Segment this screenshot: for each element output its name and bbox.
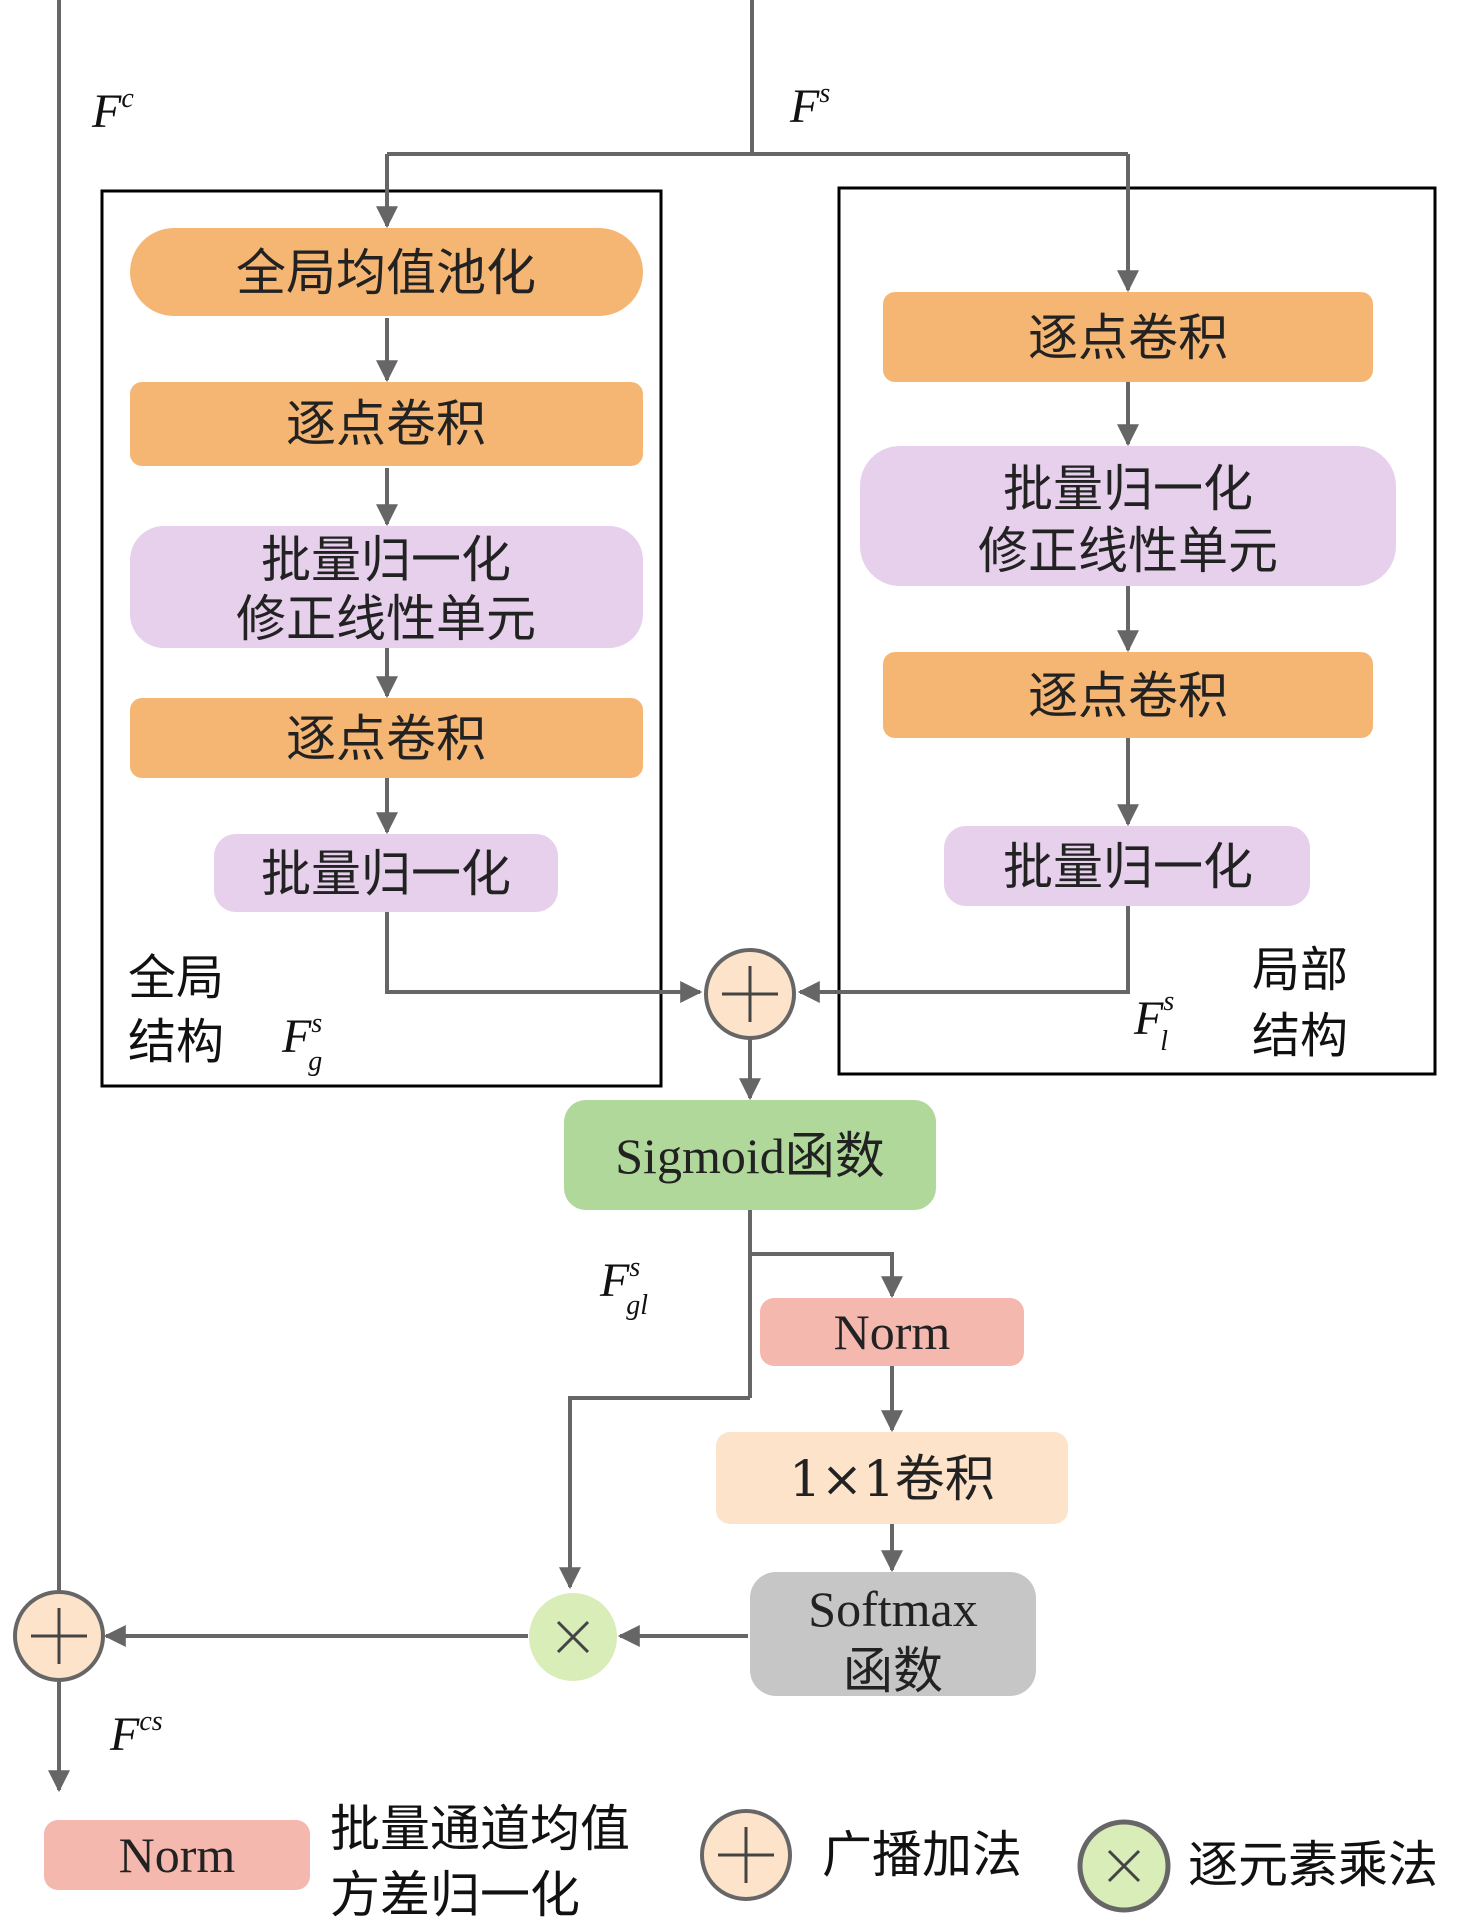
- connectors: [48, 0, 1139, 1793]
- global-branch: 全局均值池化 逐点卷积 批量归一化 修正线性单元 逐点卷积 批量归一化 全局 结…: [128, 228, 643, 1077]
- legend-multiply-icon: [1077, 1819, 1171, 1913]
- local-bn-label: 批量归一化: [1003, 838, 1253, 896]
- global-avg-pool-box: [130, 228, 643, 316]
- local-bn-relu-line1: 批量归一化: [1003, 460, 1253, 518]
- global-pointwise-conv-2-box: [130, 698, 643, 778]
- legend-add-icon: [700, 1809, 792, 1901]
- global-pointwise-conv-1-box: [130, 382, 643, 466]
- legend-norm-box: [44, 1820, 310, 1890]
- softmax-box: [750, 1572, 1036, 1696]
- multiply-node: [529, 1593, 617, 1681]
- global-bn-relu-box: [130, 526, 643, 648]
- local-bn-relu-line2: 修正线性单元: [978, 522, 1278, 580]
- legend-norm-label: Norm: [119, 1827, 236, 1883]
- fcs-label: Fcs: [109, 1706, 163, 1761]
- local-pointwise-conv-1-box: [883, 292, 1373, 382]
- fs-label: Fs: [789, 78, 830, 133]
- legend-mul-desc: 逐元素乘法: [1188, 1836, 1438, 1894]
- global-pointwise-conv-2-label: 逐点卷积: [286, 710, 486, 768]
- global-bn-label: 批量归一化: [261, 845, 511, 903]
- local-structure-label-line2: 结构: [1252, 1008, 1348, 1064]
- fgl-to-mul: [559, 1396, 750, 1590]
- local-to-add: [797, 906, 1130, 1003]
- fgl-to-norm: [750, 1252, 903, 1299]
- global-structure-frame: [100, 189, 663, 1088]
- legend-add-desc: 广播加法: [822, 1826, 1022, 1884]
- local-pointwise-conv-1-label: 逐点卷积: [1028, 309, 1228, 367]
- legend-norm-desc-line2: 方差归一化: [330, 1866, 580, 1924]
- sigmoid-box: [564, 1100, 936, 1210]
- global-bn-box: [214, 834, 558, 912]
- local-structure-label-line1: 局部: [1252, 942, 1348, 998]
- local-pointwise-conv-2-box: [883, 652, 1373, 738]
- local-pointwise-conv-2-label: 逐点卷积: [1028, 667, 1228, 725]
- softmax-label-line2: 函数: [843, 1642, 943, 1700]
- local-bn-relu-box: [860, 446, 1396, 586]
- global-pointwise-conv-1-label: 逐点卷积: [286, 395, 486, 453]
- fc-label: Fc: [91, 83, 134, 138]
- local-structure-frame: [837, 186, 1437, 1076]
- global-structure-label-line1: 全局: [128, 950, 224, 1006]
- final-add-node: [13, 1590, 105, 1682]
- norm-box: [760, 1298, 1024, 1366]
- legend-norm-desc-line1: 批量通道均值: [330, 1800, 630, 1858]
- fusion-add-node: [704, 948, 796, 1040]
- legend: Norm 批量通道均值 方差归一化 广播加法 逐元素乘法: [44, 1800, 1438, 1924]
- norm-label: Norm: [834, 1304, 951, 1360]
- local-bn-box: [944, 826, 1310, 906]
- conv1x1-box: [716, 1432, 1068, 1524]
- softmax-label-line1: Softmax: [808, 1581, 977, 1637]
- global-structure-label-line2: 结构: [128, 1014, 224, 1070]
- global-avg-pool-label: 全局均值池化: [236, 244, 536, 302]
- global-bn-relu-line2: 修正线性单元: [236, 590, 536, 648]
- conv1x1-label: 1×1卷积: [789, 1450, 995, 1508]
- global-to-add: [385, 912, 703, 1003]
- sigmoid-label: Sigmoid函数: [615, 1128, 884, 1184]
- global-bn-relu-line1: 批量归一化: [261, 531, 511, 589]
